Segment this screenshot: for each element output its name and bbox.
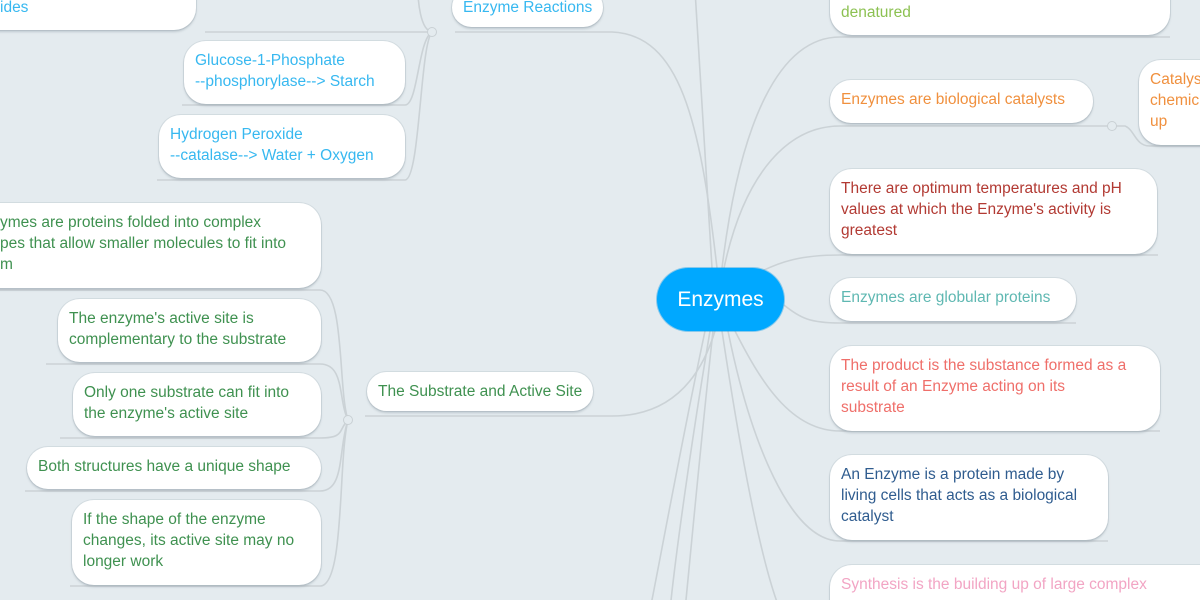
root-node-enzymes[interactable]: Enzymes <box>657 268 784 331</box>
root-label: Enzymes <box>677 287 764 311</box>
enzyme-reactions-child-phosphorylase[interactable]: Glucose-1-Phosphate --phosphorylase--> S… <box>184 41 405 104</box>
subtopic-catalysts-speed-up[interactable]: Catalys chemic up <box>1139 60 1200 145</box>
substrate-child-complementary[interactable]: The enzyme's active site is complementar… <box>58 299 321 362</box>
collapse-toggle-catalysts[interactable] <box>1107 121 1117 131</box>
substrate-child-shape-changes[interactable]: If the shape of the enzyme changes, its … <box>72 500 321 585</box>
enzyme-reactions-child-1[interactable]: ides <box>0 0 196 30</box>
collapse-toggle-enzyme-reactions[interactable] <box>427 27 437 37</box>
topic-denatured[interactable]: denatured <box>830 0 1170 35</box>
branch-enzyme-reactions[interactable]: Enzyme Reactions <box>452 0 604 27</box>
enzyme-reactions-child-catalase[interactable]: Hydrogen Peroxide --catalase--> Water + … <box>159 115 405 178</box>
substrate-child-unique-shape[interactable]: Both structures have a unique shape <box>27 447 321 489</box>
substrate-child-one-substrate[interactable]: Only one substrate can fit into the enzy… <box>73 373 321 436</box>
branch-substrate-active-site[interactable]: The Substrate and Active Site <box>367 372 594 411</box>
topic-biological-catalysts[interactable]: Enzymes are biological catalysts <box>830 80 1093 123</box>
substrate-child-proteins-folded[interactable]: ymes are proteins folded into complex pe… <box>0 203 321 288</box>
topic-synthesis[interactable]: Synthesis is the building up of large co… <box>830 565 1200 600</box>
topic-optimum-temperature-ph[interactable]: There are optimum temperatures and pH va… <box>830 169 1157 254</box>
collapse-toggle-substrate[interactable] <box>343 415 353 425</box>
branch-label: Enzyme Reactions <box>463 0 593 16</box>
topic-product-definition[interactable]: The product is the substance formed as a… <box>830 346 1160 431</box>
topic-enzyme-definition[interactable]: An Enzyme is a protein made by living ce… <box>830 455 1108 540</box>
topic-globular-proteins[interactable]: Enzymes are globular proteins <box>830 278 1076 321</box>
